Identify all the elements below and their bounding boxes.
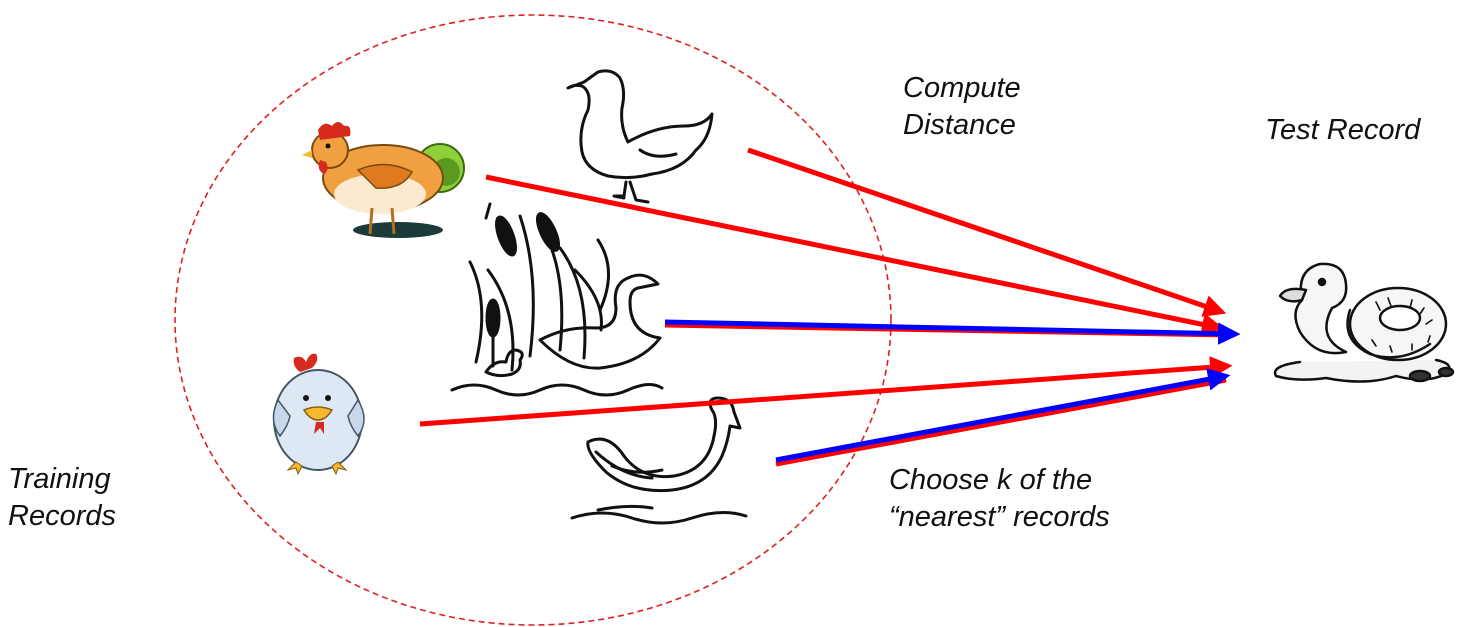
arrow-hen bbox=[485, 174, 1225, 336]
hen-icon bbox=[302, 122, 465, 238]
rubber-duck-icon bbox=[1273, 262, 1455, 383]
arrow-chick bbox=[419, 356, 1233, 427]
compute-distance-label: Compute Distance bbox=[903, 72, 1021, 141]
goose-icon bbox=[566, 69, 714, 204]
arrow-goose bbox=[747, 147, 1227, 317]
chick-icon bbox=[272, 353, 365, 476]
test-record-label: Test Record bbox=[1265, 114, 1421, 146]
training-set-boundary bbox=[174, 14, 892, 626]
ducks-cattails-icon bbox=[450, 202, 664, 397]
arrow-swan-red bbox=[775, 377, 1227, 467]
arrow-swan-nearest bbox=[775, 368, 1231, 463]
choose-nearest-label: Choose k of the “nearest” records bbox=[889, 464, 1110, 533]
training-records-label: Training Records bbox=[8, 463, 116, 532]
arrow-ducks-nearest bbox=[664, 319, 1241, 345]
swan-icon bbox=[570, 396, 748, 525]
